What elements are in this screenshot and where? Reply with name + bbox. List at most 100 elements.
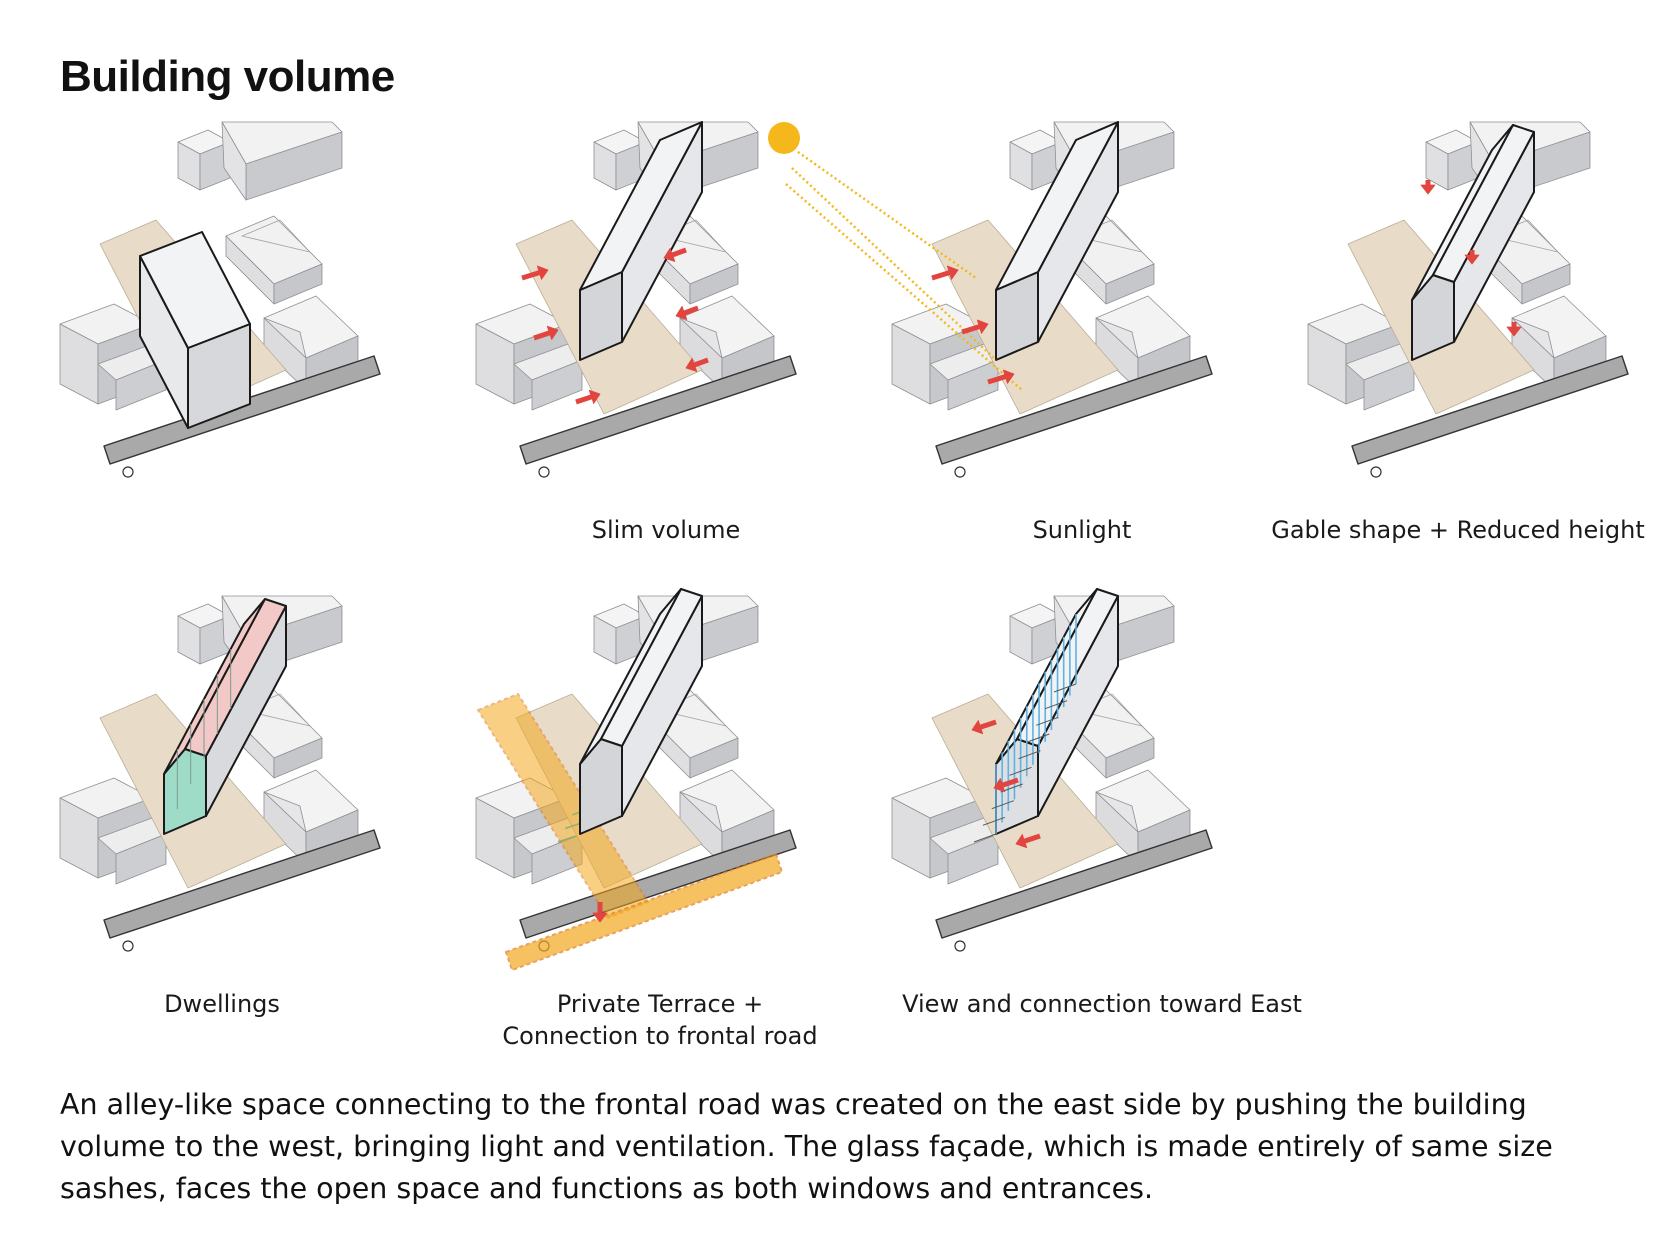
caption-private-terrace-line-1: Private Terrace + — [556, 990, 764, 1018]
deck-rail-10 — [1053, 683, 1077, 693]
view-arrow-2-shaft — [1001, 777, 1019, 788]
road-strip — [103, 355, 381, 465]
box-roof — [139, 231, 251, 349]
arrow-west-2-head — [546, 325, 559, 340]
gable-house-side — [689, 263, 739, 305]
terrace-arrow-head — [592, 912, 608, 923]
page-title: Building volume — [60, 52, 395, 101]
arrow-east-3-head — [685, 357, 698, 372]
deck-rail-1 — [973, 833, 997, 843]
diagram-slim — [475, 121, 797, 478]
terrace-volume-roof-east — [600, 588, 703, 747]
arrow-east-1-shaft — [671, 247, 687, 258]
sun-ray-2 — [791, 167, 997, 361]
diagram-dwellings — [59, 595, 381, 952]
gable-house-side — [1105, 263, 1155, 305]
left-house-annex-side — [115, 359, 167, 411]
shed-front — [221, 121, 247, 201]
gable-house-side — [1521, 263, 1571, 305]
arrow-east-2-head — [675, 305, 688, 320]
sun-arrow-2-head — [976, 319, 989, 334]
caption-private-terrace: Private Terrace + Connection to frontal … — [430, 988, 890, 1052]
caption-gable-shape: Gable shape + Reduced height — [1271, 516, 1645, 544]
road-strip — [935, 355, 1213, 465]
diagram-base-content — [59, 121, 381, 478]
deck-rail-5 — [1009, 766, 1032, 776]
north-arrow-icon — [1370, 466, 1382, 478]
sun-arrow-3-head — [1002, 369, 1015, 384]
diagram-panel-gable: Gable shape + Reduced height — [1271, 118, 1680, 544]
diagram-base — [59, 121, 381, 478]
north-arrow-icon — [122, 940, 134, 952]
diagram-view-content — [891, 588, 1213, 952]
sunlight-volume-roof — [995, 121, 1119, 291]
diagram-terrace — [475, 588, 797, 971]
road-strip — [103, 829, 381, 939]
arrow-east-3-shaft — [693, 357, 709, 368]
road-strip — [519, 829, 797, 939]
down-arrow-3-head — [1506, 326, 1522, 337]
sun-arrow-1-head — [946, 265, 959, 280]
road-strip — [935, 829, 1213, 939]
diagram-panel-sunlight: Sunlight — [768, 118, 1272, 544]
view-arrow-2-head — [993, 778, 1006, 793]
frontal-road — [103, 355, 381, 478]
diagram-gable-content — [1307, 121, 1629, 478]
diagram-sunlight-content — [768, 121, 1213, 478]
diagram-panel-slim: Slim volume — [475, 118, 856, 544]
frontal-road — [519, 355, 797, 478]
gable-house-side — [273, 263, 323, 305]
diagram-slim-content — [475, 121, 797, 478]
gable-house-side — [273, 737, 323, 779]
north-arrow-icon — [954, 940, 966, 952]
diagram-gable — [1307, 121, 1629, 478]
arrow-east-2-shaft — [683, 305, 699, 316]
dwellings-volume-roof-east — [184, 598, 287, 757]
frontal-road — [935, 355, 1213, 478]
caption-private-terrace-line-2: Connection to frontal road — [502, 1022, 818, 1050]
view-arrow-1-shaft — [979, 719, 997, 730]
gable-house-ridge — [241, 219, 311, 253]
slim-volume — [579, 121, 703, 361]
view-arrow-1-head — [971, 720, 984, 735]
deck-rail-2 — [982, 816, 1006, 826]
arrow-west-3-head — [588, 389, 601, 404]
left-house-annex-side — [115, 833, 167, 885]
gable-house-side — [1105, 737, 1155, 779]
diagram-sunlight — [768, 121, 1213, 478]
diagram-panel-dwellings: Dwellings — [59, 592, 440, 1018]
caption-dwellings: Dwellings — [164, 990, 280, 1018]
left-house-annex-side — [947, 359, 999, 411]
view-arrow-3-head — [1015, 834, 1028, 849]
dwellings-volume — [163, 598, 287, 835]
caption-view-east: View and connection toward East — [902, 990, 1302, 1018]
terrace-rail-1 — [557, 835, 577, 843]
diagram-panel-base — [59, 118, 440, 538]
gable-volume — [1411, 124, 1535, 361]
sun-ray-1 — [797, 150, 977, 280]
frontal-road — [103, 829, 381, 952]
road-strip — [1351, 355, 1629, 465]
sun-arrow-3-shaft — [987, 374, 1007, 385]
arrow-east-1-head — [663, 247, 676, 262]
gable-volume-roof-east — [1432, 124, 1535, 283]
arrow-west-1-shaft — [521, 270, 541, 281]
down-arrow-2-head — [1464, 254, 1480, 265]
caption-sunlight: Sunlight — [1032, 516, 1132, 544]
diagram-panel-view: View and connection toward East — [891, 588, 1302, 1018]
north-arrow-icon — [538, 466, 550, 478]
arrow-west-3-shaft — [575, 394, 593, 405]
arrow-west-1-head — [536, 265, 549, 280]
terrace-road-strip — [505, 853, 783, 971]
view-arrow-3-shaft — [1023, 833, 1041, 844]
building-volume-box — [139, 231, 251, 429]
sun-icon — [768, 122, 800, 154]
deck-rail-8 — [1036, 716, 1059, 726]
down-arrow-1-head — [1420, 184, 1436, 195]
sun-ray-3 — [785, 183, 1023, 391]
house-small-side — [199, 141, 231, 191]
diagram-view — [891, 588, 1213, 952]
slim-volume-roof — [579, 121, 703, 291]
diagram-panel-terrace: Private Terrace + Connection to frontal … — [475, 588, 856, 1050]
description-paragraph: An alley-like space connecting to the fr… — [60, 1088, 1553, 1205]
